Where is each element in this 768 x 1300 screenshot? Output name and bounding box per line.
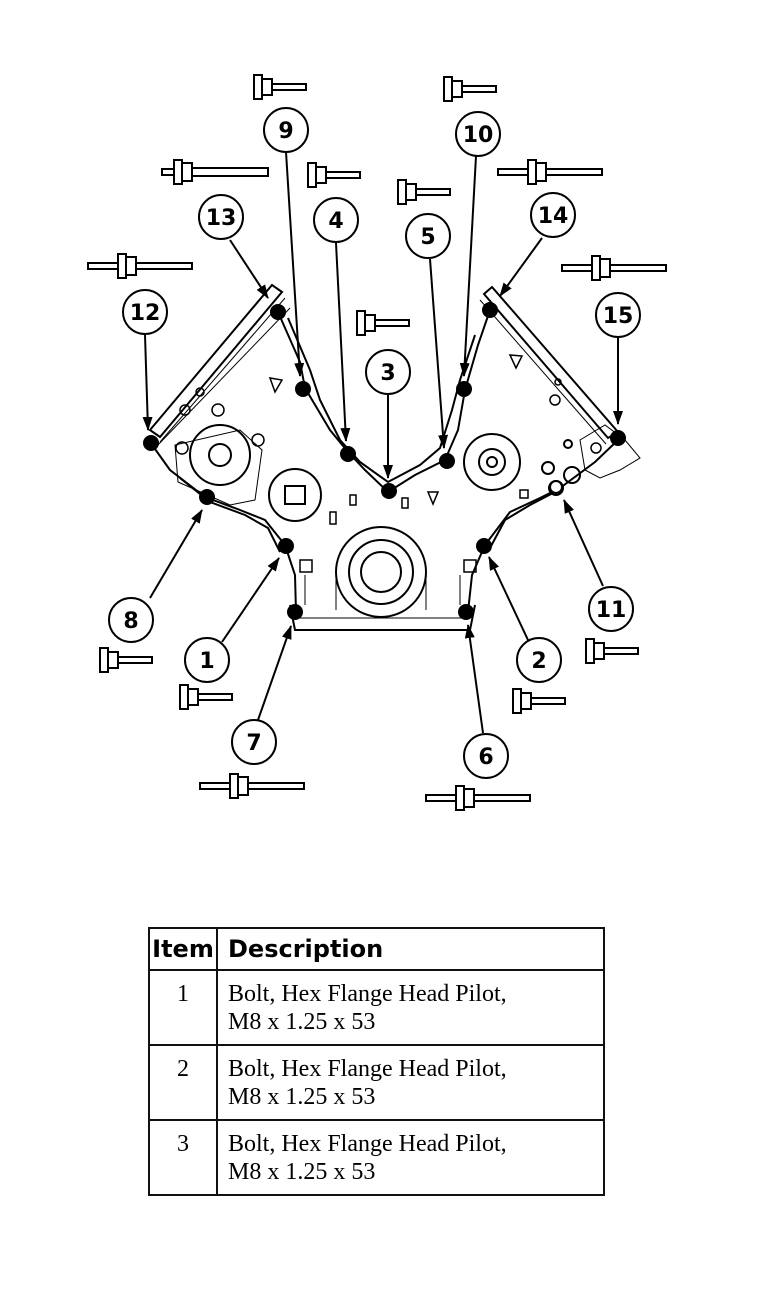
parts-table: Item Description 1 Bolt, Hex Flange Head… xyxy=(148,927,605,1196)
description-cell: Bolt, Hex Flange Head Pilot, M8 x 1.25 x… xyxy=(216,1044,605,1121)
bolt-location-15 xyxy=(610,430,626,446)
description-cell: Bolt, Hex Flange Head Pilot, M8 x 1.25 x… xyxy=(216,969,605,1046)
callout-number: 12 xyxy=(130,301,161,326)
leader-arrow-1 xyxy=(221,557,280,643)
callout-number: 1 xyxy=(199,649,214,674)
callout-number: 14 xyxy=(538,204,569,229)
leader-arrow-13 xyxy=(229,239,269,299)
bolt-location-6 xyxy=(458,604,474,620)
leader-arrow-10 xyxy=(459,155,477,377)
short-bolt-icon xyxy=(99,647,153,673)
description-cell: Bolt, Hex Flange Head Pilot, M8 x 1.25 x… xyxy=(216,1119,605,1196)
bolt-location-7 xyxy=(287,604,303,620)
bolt-location-2 xyxy=(476,538,492,554)
description-line: Bolt, Hex Flange Head Pilot, xyxy=(228,981,507,1007)
callout-6: 6 xyxy=(463,733,509,779)
callout-3: 3 xyxy=(365,349,411,395)
long-stud-icon xyxy=(425,785,531,811)
callout-number: 11 xyxy=(596,598,627,623)
description-line: M8 x 1.25 x 53 xyxy=(228,1009,376,1035)
long-stud-icon xyxy=(87,253,193,279)
leader-arrow-11 xyxy=(563,499,604,587)
leader-arrow-8 xyxy=(149,509,203,599)
item-column-header: Item xyxy=(148,927,218,971)
callout-number: 4 xyxy=(328,209,343,234)
item-cell: 3 xyxy=(148,1119,218,1196)
callout-number: 6 xyxy=(478,745,493,770)
long-stud-icon xyxy=(497,159,603,185)
callout-13: 13 xyxy=(198,194,244,240)
bolt-location-3 xyxy=(381,483,397,499)
stud-bolt-icon xyxy=(161,159,269,185)
callout-15: 15 xyxy=(595,292,641,338)
short-bolt-icon xyxy=(307,162,361,188)
short-bolt-icon xyxy=(512,688,566,714)
short-bolt-icon xyxy=(397,179,451,205)
item-cell: 1 xyxy=(148,969,218,1046)
bolt-location-11 xyxy=(549,480,563,494)
item-cell: 2 xyxy=(148,1044,218,1121)
engine-front-cover-diagram: 1 2 3 4 5 6 7 8 9 10 11 12 13 14 15 xyxy=(87,74,667,811)
callouts: 1 2 3 4 5 6 7 8 9 10 11 12 13 14 15 xyxy=(108,107,641,779)
callout-14: 14 xyxy=(530,192,576,238)
callout-number: 13 xyxy=(206,206,237,231)
callout-number: 7 xyxy=(246,731,261,756)
callout-number: 9 xyxy=(278,119,293,144)
leader-arrow-2 xyxy=(488,556,529,641)
bolt-location-14 xyxy=(482,302,498,318)
callout-8: 8 xyxy=(108,597,154,643)
callout-7: 7 xyxy=(231,719,277,765)
callout-1: 1 xyxy=(184,637,230,683)
short-bolt-icon xyxy=(443,76,497,102)
bolt-location-1 xyxy=(278,538,294,554)
short-bolt-icon xyxy=(585,638,639,664)
leader-arrows xyxy=(142,151,623,734)
table-row: 3 Bolt, Hex Flange Head Pilot, M8 x 1.25… xyxy=(148,1119,605,1196)
leader-arrow-14 xyxy=(499,237,543,297)
bolt-location-13 xyxy=(270,304,286,320)
bolt-location-12 xyxy=(143,435,159,451)
leader-arrow-9 xyxy=(285,151,305,377)
leader-arrow-5 xyxy=(429,258,449,449)
table-row: 1 Bolt, Hex Flange Head Pilot, M8 x 1.25… xyxy=(148,969,605,1046)
engine-cover-outline xyxy=(148,283,641,631)
callout-number: 15 xyxy=(603,304,634,329)
callout-4: 4 xyxy=(313,197,359,243)
callout-number: 5 xyxy=(420,225,435,250)
bolt-location-9 xyxy=(295,381,311,397)
description-line: Bolt, Hex Flange Head Pilot, xyxy=(228,1131,507,1157)
callout-number: 8 xyxy=(123,609,138,634)
short-bolt-icon xyxy=(253,74,307,100)
callout-5: 5 xyxy=(405,213,451,259)
callout-12: 12 xyxy=(122,289,168,335)
bolt-locations xyxy=(143,302,626,620)
description-line: Bolt, Hex Flange Head Pilot, xyxy=(228,1056,507,1082)
callout-10: 10 xyxy=(455,111,501,157)
callout-number: 10 xyxy=(463,123,494,148)
callout-11: 11 xyxy=(588,586,634,632)
bolt-location-8 xyxy=(199,489,215,505)
callout-2: 2 xyxy=(516,637,562,683)
table-header-row: Item Description xyxy=(148,927,605,971)
bolt-location-4 xyxy=(340,446,356,462)
long-stud-icon xyxy=(561,255,667,281)
long-stud-icon xyxy=(199,773,305,799)
description-line: M8 x 1.25 x 53 xyxy=(228,1084,376,1110)
leader-arrow-7 xyxy=(257,625,292,721)
bolt-icons xyxy=(87,74,667,811)
short-bolt-icon xyxy=(179,684,233,710)
leader-arrow-12 xyxy=(142,334,153,431)
callout-9: 9 xyxy=(263,107,309,153)
description-column-header: Description xyxy=(216,927,605,971)
leader-arrow-6 xyxy=(464,624,484,734)
bolt-location-10 xyxy=(456,381,472,397)
leader-arrow-4 xyxy=(335,242,351,442)
callout-number: 3 xyxy=(380,361,395,386)
description-line: M8 x 1.25 x 53 xyxy=(228,1159,376,1185)
bolt-location-5 xyxy=(439,453,455,469)
callout-number: 2 xyxy=(531,649,546,674)
table-row: 2 Bolt, Hex Flange Head Pilot, M8 x 1.25… xyxy=(148,1044,605,1121)
short-bolt-icon xyxy=(356,310,410,336)
cover-detail-marks xyxy=(175,354,602,573)
